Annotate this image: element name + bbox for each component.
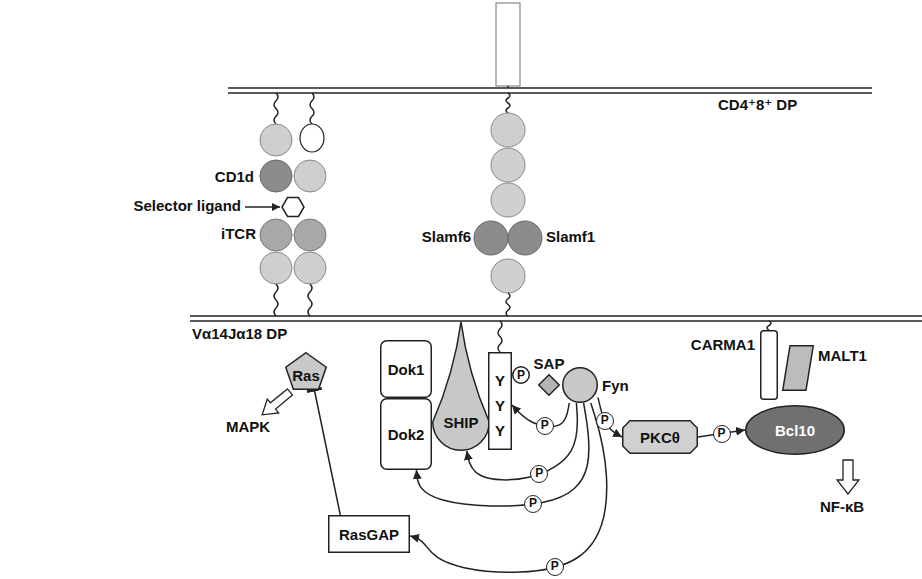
stalk-wiggle [308,284,312,316]
hollow-arrow-shape [256,385,295,422]
cd1d-domain [294,160,326,192]
node-label: Bcl10 [775,423,815,438]
node-label: Y [495,373,505,388]
tcr-domain [260,252,292,284]
cytoplasmic-tail [496,3,520,86]
phospho-label: P [524,495,542,513]
phospho-circle: P [512,366,530,384]
node-label: MALT1 [818,348,867,363]
stalk-wiggle [498,321,502,352]
phospho-label: P [596,412,614,430]
stalk-wiggle [506,293,510,316]
stalk-wiggle [274,93,278,124]
node-label: PKCθ [640,430,680,445]
tyrosine-box-outline [489,353,512,450]
ship-droplet-shape [432,321,490,451]
stalk-wiggle [767,321,771,330]
stalk-wiggle [507,86,509,88]
sap-diamond-shape [538,374,560,396]
leader-line [245,206,280,208]
dok1-box: Dok1 [380,340,432,398]
bcl10-ellipse-outline [746,406,845,455]
sap-diamond-outline [539,375,560,396]
cell-label: Vα14Jα18 DP [192,326,287,343]
hollow-arrow [256,385,295,422]
molecule-label: Selector ligand [133,198,241,215]
molecule-label: Slamf6 [422,229,471,246]
node-label: Ras [292,367,320,382]
hollow-arrow [837,460,859,494]
molecule-label: iTCR [221,226,256,243]
tcr-domain [294,252,326,284]
carma1-box: CARMA1 [760,330,778,400]
molecule-label: Slamf1 [546,229,595,246]
ras-pentagon-outline [286,353,327,390]
slamf1-domain [508,221,542,255]
carma1-box-outline [761,331,778,400]
node-label: Y [495,398,505,413]
dok1-box-outline [381,341,432,398]
node-label: SAP [534,356,565,371]
node-label: Dok1 [388,362,425,377]
membrane-line [228,87,872,89]
cd1d-domain [260,160,292,192]
membrane-line [190,315,922,317]
ras-pentagon: Ras [285,352,327,390]
node-label: SHIP [443,415,478,430]
phospho-label: P [713,425,731,443]
phospho-circle-outline [513,367,530,384]
node-label: RasGAP [339,527,399,542]
stalk-wiggle [506,93,510,113]
node-label: P [517,369,525,381]
inhibition-line [314,390,340,515]
malt1-parallelogram: MALT1 [782,345,814,391]
sap-diamond: SAP [538,374,560,396]
node-label: Fyn [602,378,629,393]
pkc-octagon-outline [623,421,698,454]
bcl10-ellipse: Bcl10 [745,405,845,455]
phospho-label: P [536,417,554,435]
fyn-circle-shape [562,367,598,403]
cell-label: CD4⁺8⁺ DP [718,97,797,114]
node-label: CARMA1 [691,337,755,352]
carma1-box-shape [760,330,778,400]
membrane-line [190,320,922,322]
pathway-label: MAPK [226,419,270,436]
slamf-domain [491,183,525,217]
pathway-label: NF-κB [820,499,864,516]
tcr-domain [294,219,326,251]
stalk-wiggle [310,93,314,124]
malt1-parallelogram-shape [782,345,814,391]
malt1-parallelogram-outline [783,346,814,391]
slamf-domain [491,148,525,182]
hollow-arrow-shape [837,460,859,494]
fyn-circle-outline [563,368,598,403]
rasgap-box: RasGAP [328,515,410,553]
tcr-domain [260,219,292,251]
node-label: Dok2 [388,427,425,442]
ship-droplet: SHIP [432,321,490,451]
membrane-line [228,92,872,94]
cd1d-domain [260,124,292,156]
ship-droplet-outline [433,322,490,451]
slamf6-domain [474,221,508,255]
ligand-hexagon [282,198,304,217]
slamf-domain [491,113,525,147]
dok2-box-outline [381,399,432,470]
rasgap-box-outline [329,516,410,553]
fyn-circle: Fyn [562,367,598,403]
stalk-wiggle [274,284,278,316]
phospho-label: P [546,558,564,576]
slamf-domain [491,259,525,293]
beta2m-domain [300,124,324,152]
molecule-label: CD1d [215,169,254,186]
tyrosine-box: YYY [488,352,512,450]
phospho-label: P [530,465,548,483]
dok2-box: Dok2 [380,398,432,470]
node-label: Y [495,423,505,438]
pkc-octagon: PKCθ [622,420,698,454]
